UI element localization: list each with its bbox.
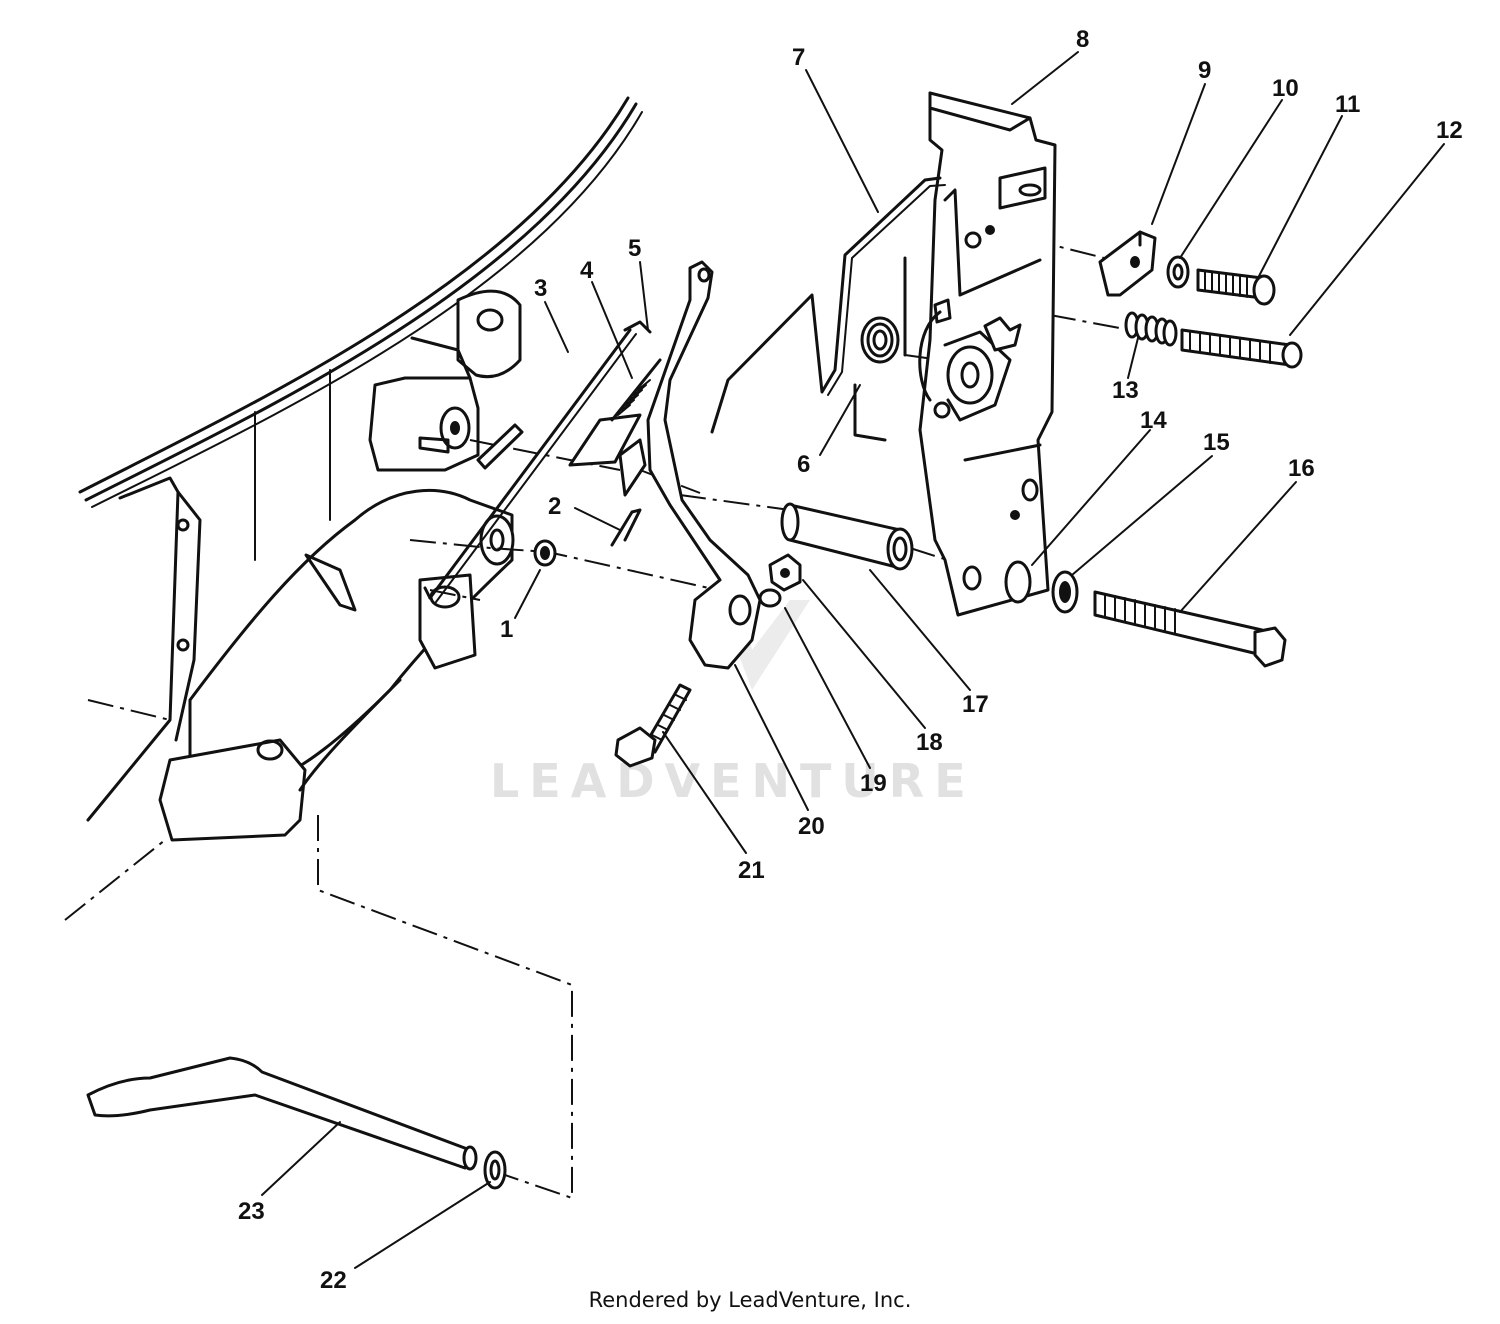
- callout-16: 16: [1288, 455, 1315, 482]
- callout-13: 13: [1112, 377, 1139, 404]
- engine-frame: [78, 96, 643, 842]
- callout-19: 19: [860, 770, 887, 797]
- throttle-lever: [618, 260, 762, 670]
- watermark-text: LEADVENTURE: [490, 754, 976, 808]
- cylinder-pin: [476, 423, 524, 470]
- callout-18: 18: [916, 729, 943, 756]
- callout-22: 22: [320, 1267, 347, 1294]
- nut-18: [768, 553, 802, 592]
- handle-tool: [86, 1056, 478, 1171]
- callout-15: 15: [1203, 429, 1230, 456]
- callout-23: 23: [238, 1198, 265, 1225]
- callout-14: 14: [1140, 407, 1167, 434]
- extension-spring: [610, 358, 662, 422]
- callout-11: 11: [1335, 91, 1360, 118]
- callout-7: 7: [792, 44, 805, 71]
- callout-17: 17: [962, 691, 989, 718]
- screw-11: [1196, 268, 1276, 306]
- callout-20: 20: [798, 813, 825, 840]
- spacer-tube: [780, 502, 914, 571]
- control-plate: [918, 91, 1057, 617]
- callouts: 1 2 3 4 5 6 7 8 9 10 11 12 13 14 15 16 1…: [238, 26, 1463, 1294]
- bent-wire: [710, 176, 946, 434]
- compression-spring: [1124, 311, 1178, 347]
- callout-10: 10: [1272, 75, 1299, 102]
- leader-lines: [261, 51, 1445, 1269]
- retainer-clip: [1098, 230, 1157, 297]
- washer-22: [483, 1150, 507, 1190]
- callout-3: 3: [534, 275, 547, 302]
- hairpin-clip: [610, 508, 642, 547]
- washer-10: [1166, 255, 1190, 289]
- callout-9: 9: [1198, 57, 1211, 84]
- callout-12: 12: [1436, 117, 1463, 144]
- callout-4: 4: [580, 257, 594, 284]
- callout-5: 5: [628, 235, 641, 262]
- torsion-spring: [853, 256, 907, 442]
- callout-6: 6: [797, 451, 810, 478]
- washer-14: [1004, 560, 1032, 604]
- callout-8: 8: [1076, 26, 1089, 53]
- footer-credit: Rendered by LeadVenture, Inc.: [588, 1288, 912, 1312]
- bolt-16: [1093, 590, 1287, 668]
- screw-12: [1180, 328, 1303, 369]
- bolt-21: [614, 683, 692, 768]
- washer-19: [758, 588, 782, 608]
- callout-1: 1: [500, 616, 513, 643]
- callout-21: 21: [738, 857, 765, 884]
- callout-2: 2: [548, 493, 561, 520]
- link-rod: [423, 320, 652, 603]
